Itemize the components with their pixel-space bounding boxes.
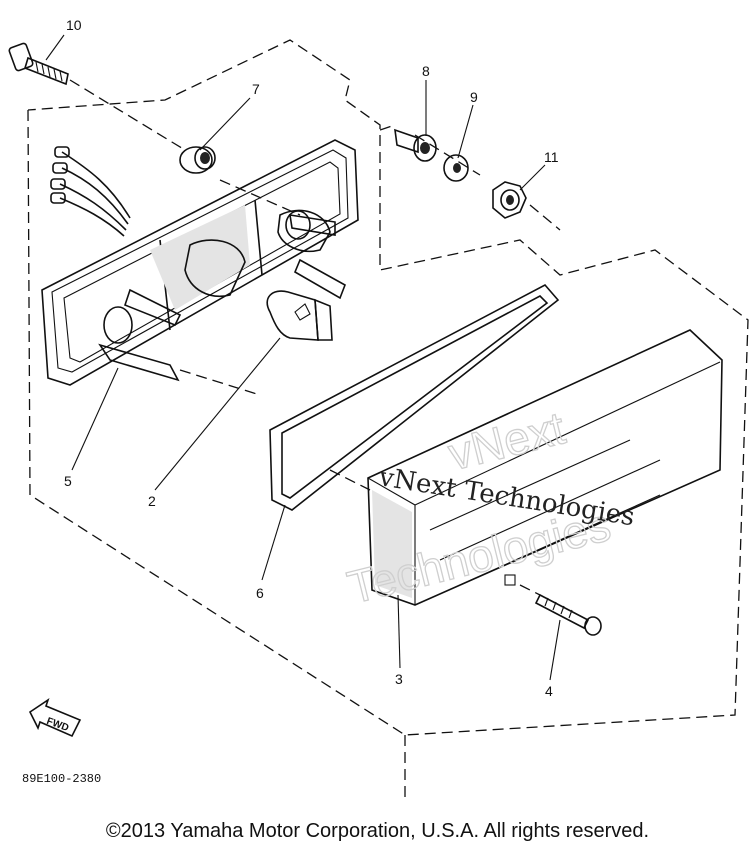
leader-lines xyxy=(45,34,561,681)
bulb-part-2 xyxy=(266,290,333,341)
callout-4: 4 xyxy=(545,683,553,699)
watermark-line1: vNext xyxy=(443,401,570,480)
nut-part-11 xyxy=(492,181,527,219)
assembly-boundary xyxy=(27,39,749,736)
collar-part-8 xyxy=(394,128,437,162)
washer-part-9 xyxy=(443,154,469,182)
fwd-label: FWD xyxy=(45,716,70,734)
lamp-base-part-5 xyxy=(41,139,359,386)
bolt-part-10 xyxy=(8,42,69,86)
fwd-arrow-icon: FWD xyxy=(28,698,82,738)
copyright-notice: ©2013 Yamaha Motor Corporation, U.S.A. A… xyxy=(105,820,650,842)
callout-6: 6 xyxy=(256,585,264,601)
screw-part-4 xyxy=(534,593,602,636)
callout-2: 2 xyxy=(148,493,156,509)
gasket-part-6 xyxy=(269,283,560,511)
alignment-lines xyxy=(69,79,561,596)
diagram-code: 89E100-2380 xyxy=(22,772,101,786)
parts-diagram: 10 7 8 9 11 5 2 6 3 4 FWD 89E100-2380 vN… xyxy=(8,17,749,800)
callout-11: 11 xyxy=(544,149,559,165)
callout-5: 5 xyxy=(64,473,72,489)
lens-part-3 xyxy=(367,329,723,606)
callout-3: 3 xyxy=(395,671,403,687)
callout-10: 10 xyxy=(66,17,82,33)
callout-9: 9 xyxy=(470,89,478,105)
grommet-part-7 xyxy=(179,146,216,174)
callout-8: 8 xyxy=(422,63,430,79)
callout-7: 7 xyxy=(252,81,260,97)
